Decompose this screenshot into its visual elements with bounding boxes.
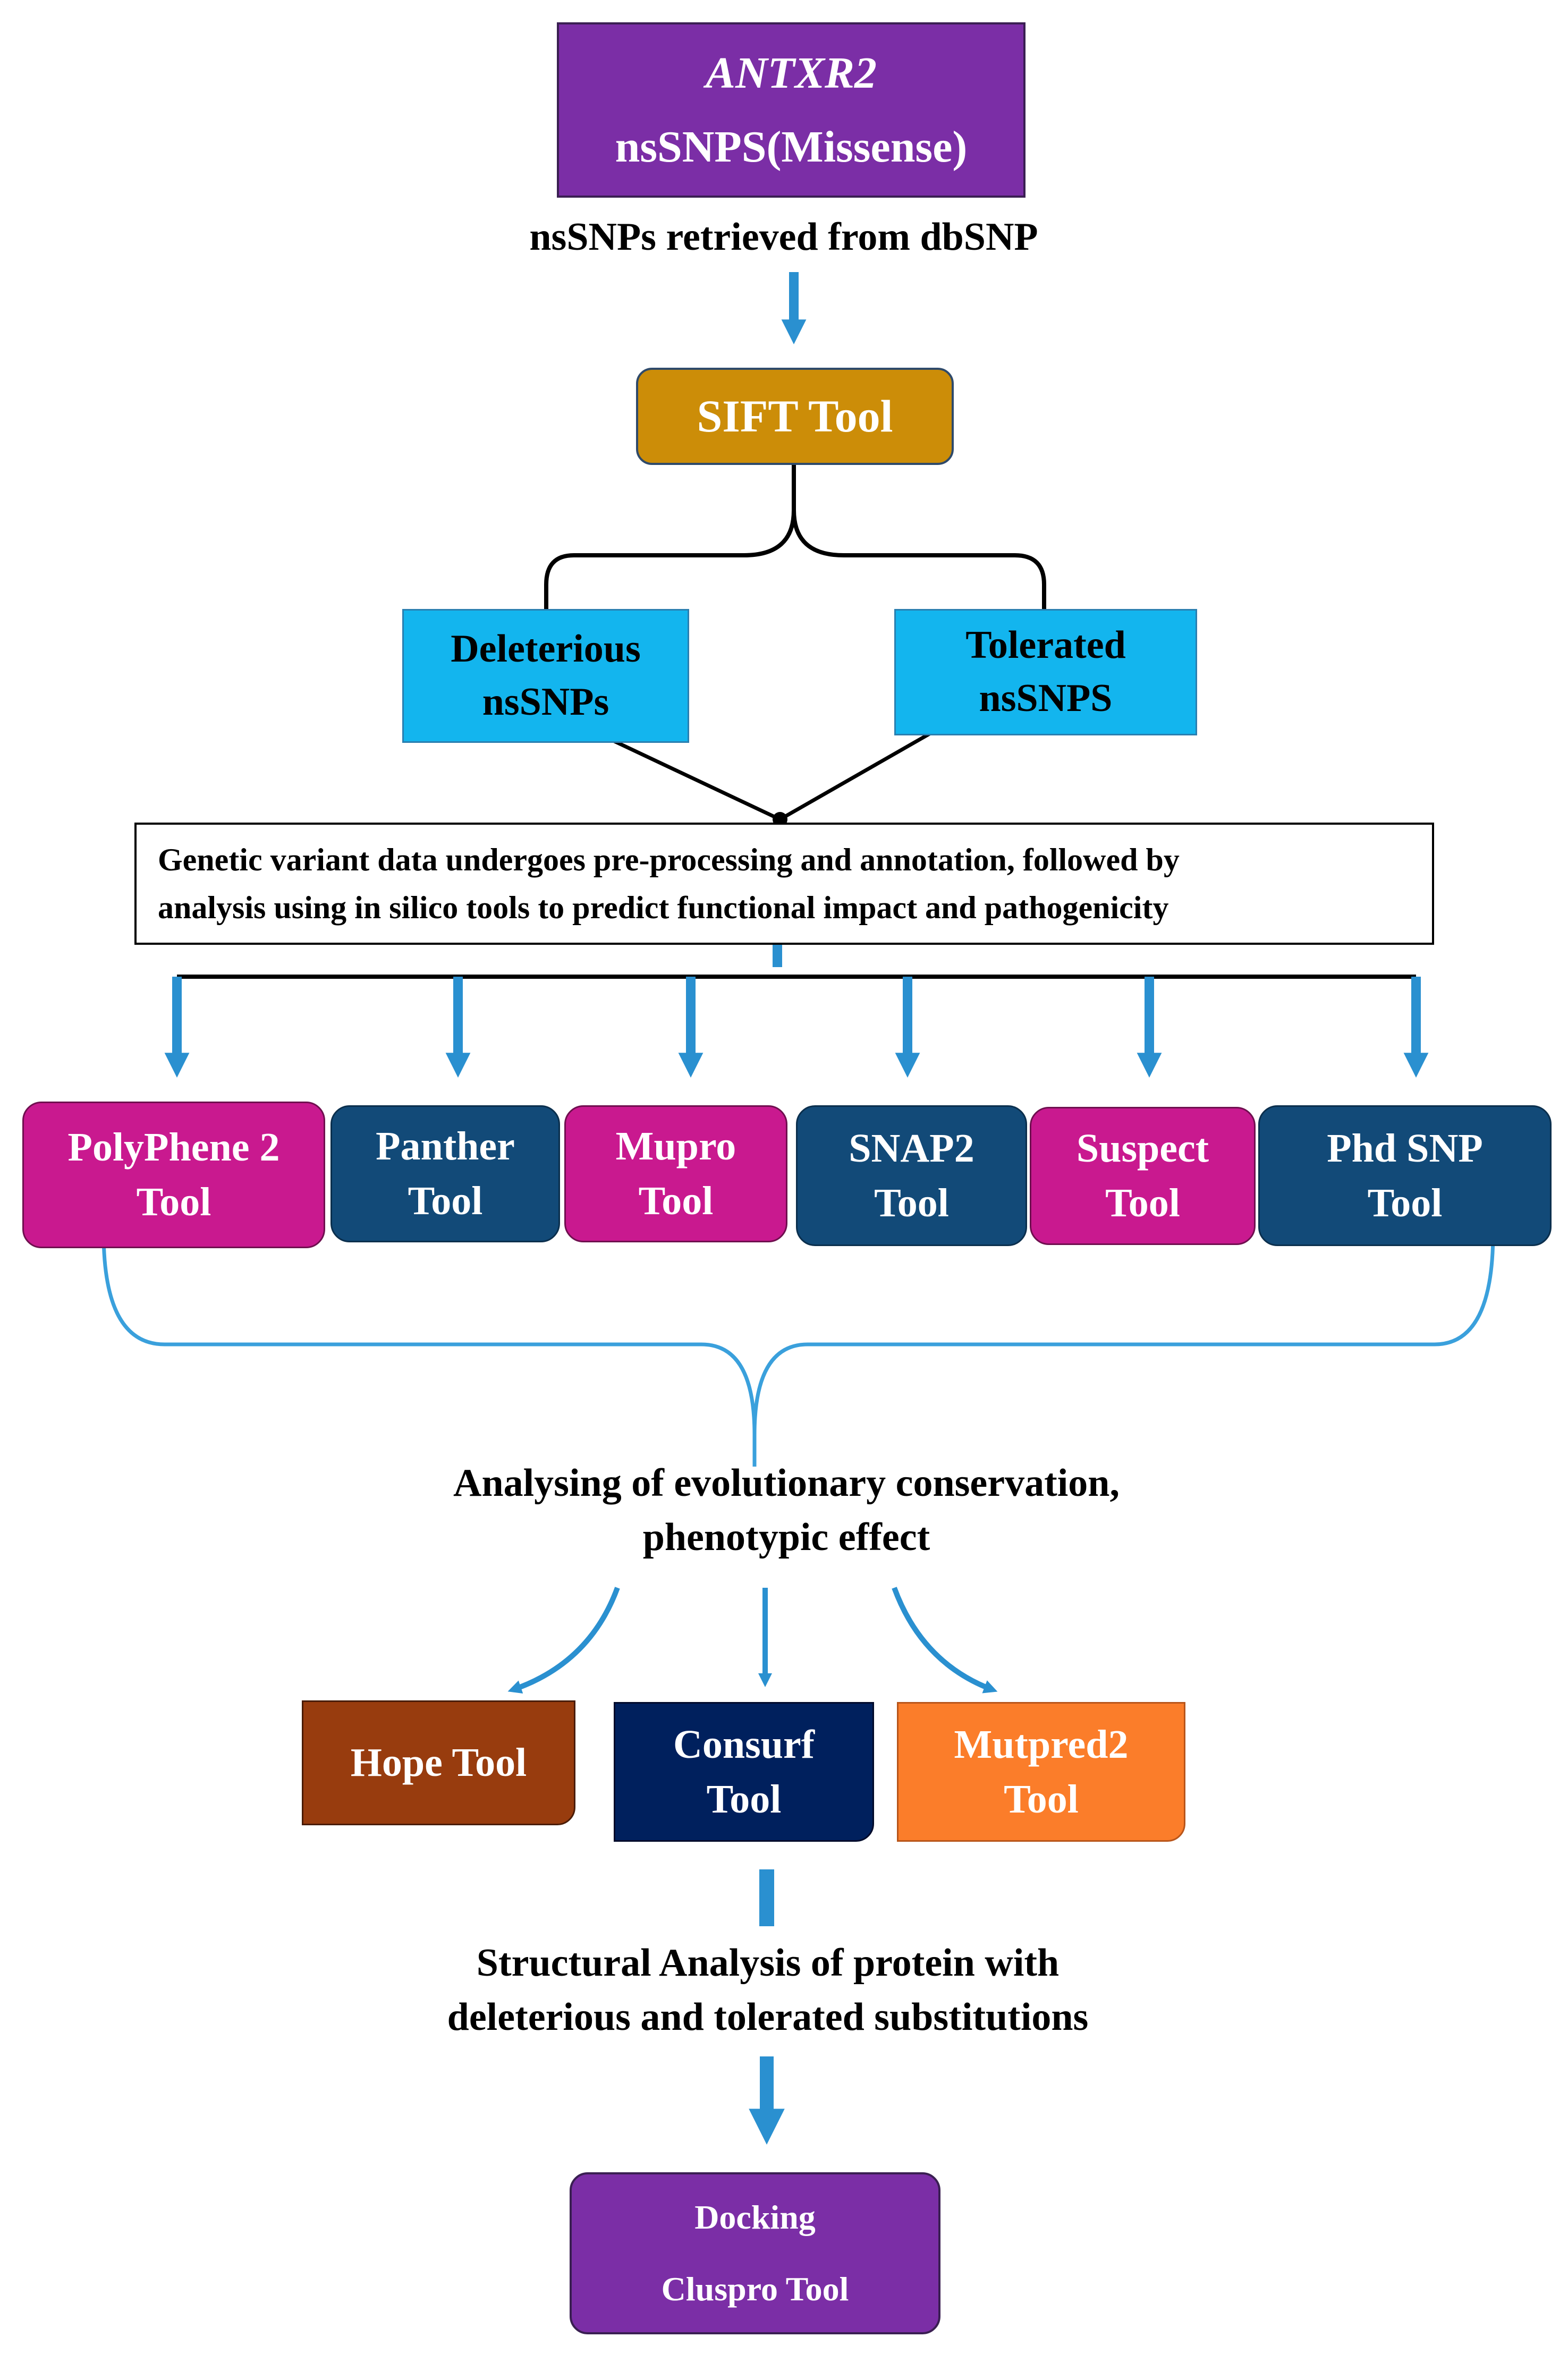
structural-line-2: deleterious and tolerated substitutions [447,1995,1089,2039]
tool-box-suspect: Suspect Tool [1030,1107,1256,1245]
docking-line-2: Cluspro Tool [661,2270,849,2308]
conservation-line-2: phenotypic effect [642,1515,930,1560]
deleterious-line-1: Deleterious [451,627,641,671]
tool-label: Panther [376,1124,515,1169]
consurf-tool-box: Consurf Tool [614,1702,874,1842]
tolerated-box: Tolerated nsSNPS [894,609,1197,735]
sift-split-brace [544,465,1046,611]
structural-line-1: Structural Analysis of protein with [476,1941,1060,1985]
gene-name: ANTXR2 [705,48,877,98]
snp-type: nsSNPS(Missense) [615,122,968,172]
preprocess-box: Genetic variant data undergoes pre-proce… [134,823,1434,945]
consurf-line-2: Tool [706,1776,782,1822]
tolerated-line-2: nsSNPS [979,676,1113,720]
tolerated-line-1: Tolerated [965,623,1126,667]
merge-line-left [610,738,781,822]
deleterious-box: Deleterious nsSNPs [402,609,689,743]
sift-label: SIFT Tool [697,391,893,442]
conservation-line-1: Analysing of evolutionary conservation, [453,1461,1120,1505]
gene-header-box: ANTXR2 nsSNPS(Missense) [557,22,1025,198]
arrow-to-hope [507,1587,620,1694]
conservation-caption: Analysing of evolutionary conservation, … [319,1456,1254,1564]
mutpred2-tool-box: Mutpred2 Tool [897,1702,1185,1842]
deleterious-line-2: nsSNPs [482,680,609,724]
tool-label: Tool [1367,1180,1443,1225]
tool-label: Suspect [1076,1126,1209,1171]
mutpred2-line-1: Mutpred2 [954,1722,1129,1767]
docking-box: Docking Cluspro Tool [570,2172,940,2334]
tool-label: Tool [874,1180,949,1225]
tool-label: Tool [408,1179,483,1223]
tool-label: PolyPhene 2 [67,1125,280,1170]
hope-tool-box: Hope Tool [302,1700,575,1825]
tool-box-snap2: SNAP2 Tool [796,1105,1027,1246]
tools-collect-bracket [101,1232,1495,1467]
tool-box-phdsnp: Phd SNP Tool [1258,1105,1552,1246]
source-caption: nsSNPs retrieved from dbSNP [529,215,1038,259]
tool-label: Phd SNP [1327,1125,1483,1171]
tool-label: SNAP2 [849,1125,974,1171]
tool-label: Tool [638,1179,714,1223]
consurf-line-1: Consurf [673,1722,815,1767]
preprocess-line-2: analysis using in silico tools to predic… [158,890,1169,925]
mutpred2-line-2: Tool [1004,1776,1079,1822]
tool-label: Tool [136,1180,211,1224]
tool-box-panther: Panther Tool [330,1105,560,1242]
arrow-to-mutpred [892,1587,998,1693]
sift-tool-box: SIFT Tool [636,368,954,465]
hope-label: Hope Tool [350,1740,527,1785]
tool-box-polyphen: PolyPhene 2 Tool [22,1102,325,1248]
docking-line-1: Docking [694,2198,816,2237]
structural-caption: Structural Analysis of protein with dele… [319,1936,1217,2044]
tool-label: Mupro [615,1124,736,1169]
preprocess-line-1: Genetic variant data undergoes pre-proce… [158,842,1180,877]
tool-label: Tool [1105,1181,1180,1225]
tool-box-mupro: Mupro Tool [564,1105,787,1242]
